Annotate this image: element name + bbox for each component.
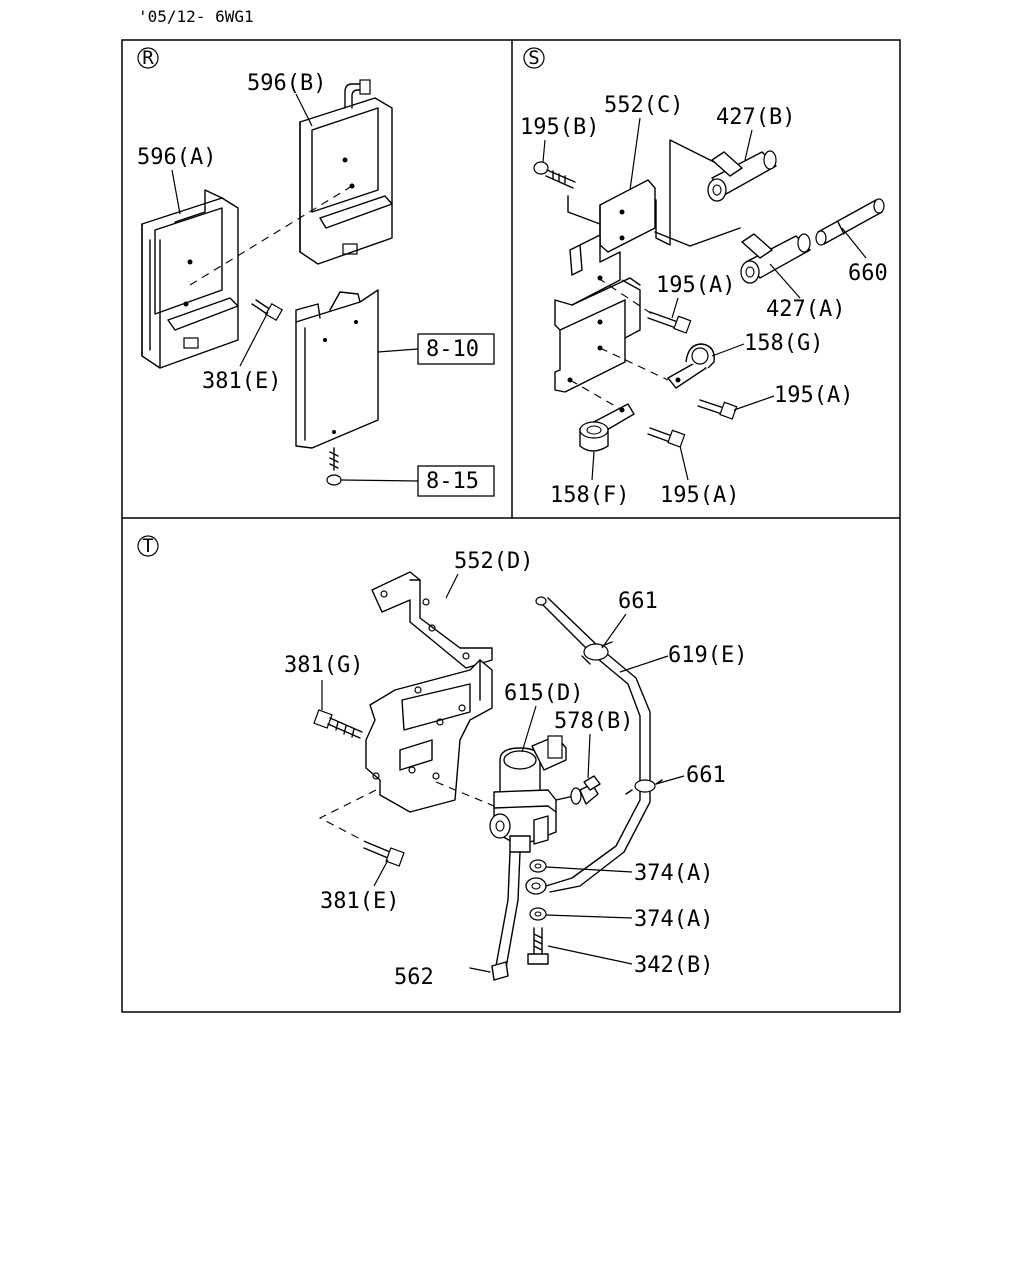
washer-374a-upper [529,859,547,873]
ecu-plate-810 [295,289,379,449]
section-r: R [137,47,495,497]
clamp-158f [579,403,635,452]
label-381g: 381(G) [284,653,363,678]
label-158f: 158(F) [550,483,629,508]
label-342b: 342(B) [634,953,713,978]
screw-815 [326,447,342,486]
align-lines-s [569,277,669,411]
model-code: '05/12- 6WG1 [138,7,254,26]
label-427a: 427(A) [766,297,845,322]
hose-562 [469,851,521,981]
svg-text:8-10: 8-10 [426,337,479,362]
label-660: 660 [848,261,888,286]
bolt-195a-upper [647,311,692,334]
label-615d: 615(D) [504,681,583,706]
label-158g: 158(G) [744,331,823,356]
bolt-195a-right [697,399,738,420]
label-578b: 578(B) [554,709,633,734]
ref-box-815: 8-15 [417,465,495,497]
clamp-158g [667,343,715,389]
fitting-578b [555,775,601,805]
label-661-2: 661 [686,763,726,788]
bolt-342b [527,927,549,965]
label-195b: 195(B) [520,115,599,140]
label-427b: 427(B) [716,105,795,130]
diagram-frame [121,39,901,1013]
label-619e: 619(E) [668,643,747,668]
bracket-596b [299,79,393,265]
connect-line-s [654,227,741,247]
label-195a-1: 195(A) [656,273,735,298]
ref-box-810: 8-10 [417,333,495,365]
bolt-381e-t [363,841,405,867]
section-t-symbol: T [137,535,159,557]
label-381e-t: 381(E) [320,889,399,914]
label-596b: 596(B) [247,71,326,96]
label-374a-2: 374(A) [634,907,713,932]
label-195a-2: 195(A) [774,383,853,408]
clip-661-upper [581,641,613,665]
svg-text:S: S [528,47,539,69]
svg-text:R: R [142,47,154,69]
bracket-552c [554,139,721,393]
svg-text:8-15: 8-15 [426,469,479,494]
label-596a: 596(A) [137,145,216,170]
label-195a-3: 195(A) [660,483,739,508]
label-374a-1: 374(A) [634,861,713,886]
bracket-596a [141,189,239,369]
label-552c: 552(C) [604,93,683,118]
section-s-symbol: S [523,47,545,69]
bolt-195b [533,161,576,189]
valve-615d [489,735,567,853]
section-s: S [520,47,888,508]
align-line-r [189,185,353,286]
label-381e-r: 381(E) [202,369,281,394]
svg-text:T: T [142,535,153,557]
bolt-381g [313,709,363,739]
bolt-195a-lower [647,427,686,448]
label-552d: 552(D) [454,549,533,574]
hose-660 [815,198,885,246]
label-661-1: 661 [618,589,658,614]
fitting-427b [707,150,777,202]
bolt-381e-r [251,299,284,322]
section-r-symbol: R [137,47,159,69]
washer-374a-lower [529,907,547,921]
fitting-427a [740,233,811,284]
label-562: 562 [394,965,434,990]
plate-552d [365,659,493,813]
align-lines-t [318,781,495,843]
section-t: T [137,535,747,990]
bracket-552d [371,571,493,669]
clip-661-lower [625,779,663,795]
